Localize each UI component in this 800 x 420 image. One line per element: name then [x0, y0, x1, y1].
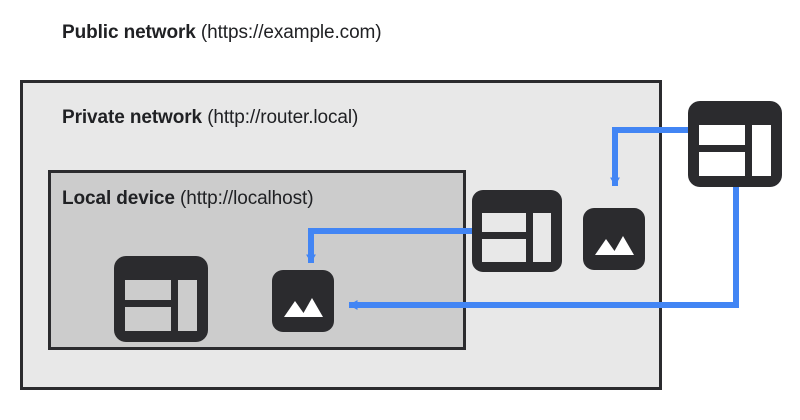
local-device-url: (http://localhost): [180, 188, 314, 209]
browser-window-icon: [472, 190, 562, 272]
public-network-name: Public network: [62, 22, 196, 43]
public-network-label: Public network (https://example.com): [62, 22, 382, 44]
local-device-name: Local device: [62, 188, 175, 209]
private-network-name: Private network: [62, 107, 202, 128]
public-browser-node[interactable]: [688, 101, 782, 187]
private-browser-node[interactable]: [472, 190, 562, 272]
local-browser-node[interactable]: [114, 256, 208, 342]
local-device-label: Local device (http://localhost): [62, 188, 314, 210]
private-network-label: Private network (http://router.local): [62, 107, 358, 129]
public-network-url: (https://example.com): [200, 22, 382, 43]
browser-window-icon: [114, 256, 208, 342]
image-icon: [272, 270, 334, 332]
private-image-node[interactable]: [583, 208, 645, 270]
local-image-node[interactable]: [272, 270, 334, 332]
browser-window-icon: [688, 101, 782, 187]
image-icon: [583, 208, 645, 270]
private-network-url: (http://router.local): [207, 107, 359, 128]
